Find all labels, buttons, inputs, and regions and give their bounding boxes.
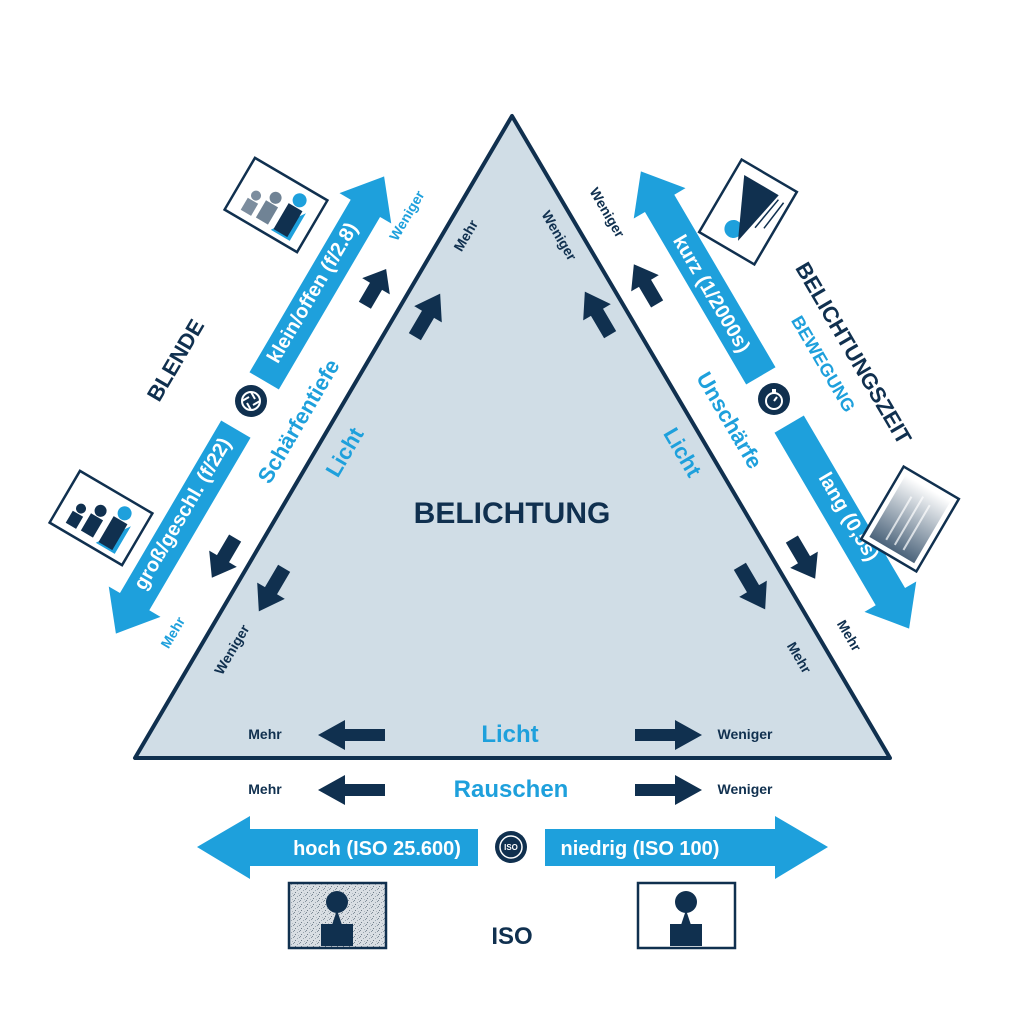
iso-noise-left-arrow bbox=[318, 775, 385, 805]
iso-high-arrow bbox=[197, 816, 478, 879]
high-iso-noisy-image bbox=[287, 881, 388, 950]
aperture-inner-up-arrow bbox=[408, 293, 442, 341]
iso-light-left-label: Mehr bbox=[248, 726, 282, 742]
center-title: BELICHTUNG bbox=[414, 497, 611, 530]
iso-light-right-arrow bbox=[635, 720, 702, 750]
iso-noise-left-label: Mehr bbox=[248, 781, 282, 797]
iso-title: ISO bbox=[491, 923, 532, 950]
iso-icon: ISO bbox=[495, 831, 527, 863]
iso-low-label: niedrig (ISO 100) bbox=[561, 838, 720, 860]
iso-icon-text: ISO bbox=[504, 843, 518, 852]
fast-shutter-image bbox=[697, 157, 799, 267]
iso-noise-right-label: Weniger bbox=[718, 781, 774, 797]
aperture-inner-down-arrow bbox=[257, 564, 291, 612]
aperture-outer-bottom-label: Mehr bbox=[157, 614, 188, 651]
iso-noise-right-arrow bbox=[635, 775, 702, 805]
slow-shutter-image bbox=[859, 464, 961, 574]
iso-light-right-label: Weniger bbox=[718, 726, 774, 742]
shutter-inner-down-arrow bbox=[733, 562, 767, 610]
deep-depth-of-field-image bbox=[47, 469, 155, 567]
aperture-outer-down-arrow bbox=[209, 534, 242, 578]
shutter-outer-bottom-label: Mehr bbox=[834, 617, 865, 654]
aperture-outer-up-arrow bbox=[358, 269, 390, 309]
aperture-outer-top-label: Weniger bbox=[386, 187, 428, 243]
iso-noise-label: Rauschen bbox=[454, 776, 569, 803]
shutter-outer-down-arrow bbox=[785, 535, 818, 579]
iso-light-left-arrow bbox=[318, 720, 385, 750]
iso-low-arrow bbox=[545, 816, 828, 879]
aperture-title: BLENDE bbox=[142, 315, 209, 406]
low-iso-clean-image bbox=[636, 881, 737, 950]
iso-high-label: hoch (ISO 25.600) bbox=[293, 838, 461, 860]
shallow-depth-of-field-image bbox=[222, 156, 330, 254]
iso-light-label: Licht bbox=[481, 721, 538, 748]
shutter-outer-top-label: Weniger bbox=[587, 185, 629, 241]
shutter-outer-up-arrow bbox=[631, 264, 664, 308]
shutter-inner-up-arrow bbox=[583, 291, 617, 339]
exposure-triangle bbox=[133, 114, 892, 760]
aperture-icon bbox=[235, 385, 267, 417]
stopwatch-icon bbox=[758, 383, 790, 415]
